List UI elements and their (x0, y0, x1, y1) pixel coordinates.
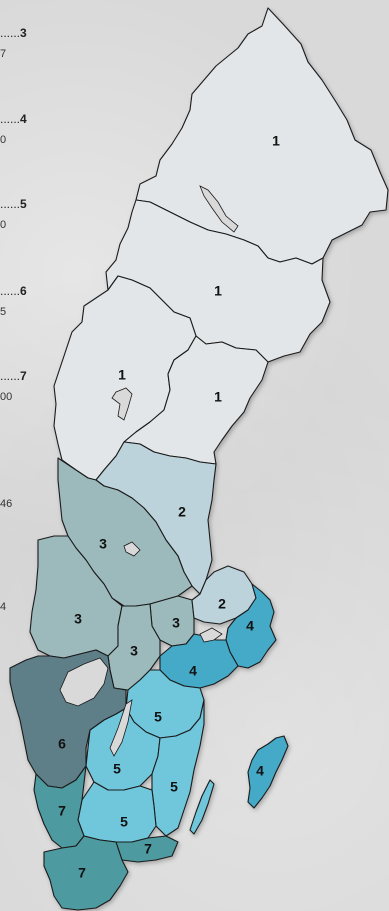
region-label-jamtland: 1 (118, 367, 126, 383)
legend-subtext: 0 (0, 219, 7, 231)
legend-subtext: 7 (0, 48, 7, 60)
region-skane[interactable] (43, 835, 129, 911)
region-label-vastra-gotaland: 6 (58, 736, 66, 752)
region-label-orebro: 3 (130, 643, 138, 659)
region-label-gavleborg: 2 (178, 504, 186, 520)
region-label-skane: 7 (78, 865, 86, 881)
legend-subtext: 0 (0, 134, 7, 146)
region-label-vastmanland: 3 (172, 615, 180, 631)
lake-siljan (123, 541, 141, 557)
region-label-kalmar: 5 (170, 779, 178, 795)
legend-row-5: ......5 (0, 197, 27, 211)
region-gotland[interactable] (247, 735, 289, 809)
region-label-jonkoping: 5 (113, 761, 121, 777)
region-label-halland: 7 (58, 803, 66, 819)
legend-number: 4 (20, 112, 27, 126)
legend-dots: ...... (0, 197, 21, 211)
lake-storsjon (111, 387, 133, 421)
lake-vattern (109, 699, 133, 757)
region-label-norrbotten: 1 (272, 133, 280, 149)
island-oland[interactable] (189, 779, 215, 835)
legend-dots: ...... (0, 112, 21, 126)
legend-row-3: ......3 (0, 26, 27, 40)
region-kalmar[interactable] (151, 699, 205, 837)
region-label-dalarna: 3 (99, 536, 107, 552)
region-kronoberg[interactable] (77, 781, 157, 843)
side-number: 46 (0, 498, 13, 510)
legend-subtext: 5 (0, 306, 7, 318)
region-label-sodermanland: 4 (189, 663, 197, 679)
legend-number: 3 (20, 26, 27, 40)
legend-dots: ...... (0, 26, 21, 40)
region-label-ostergotland: 5 (154, 709, 162, 725)
region-label-uppsala: 2 (218, 596, 226, 612)
legend-dots: ...... (0, 284, 21, 298)
region-label-kronoberg: 5 (120, 814, 128, 830)
region-label-blekinge: 7 (144, 841, 152, 857)
region-stockholm[interactable] (225, 583, 277, 669)
legend-subtext: 00 (0, 391, 13, 403)
region-label-vasterbotten: 1 (214, 283, 222, 299)
legend-number: 7 (20, 369, 27, 383)
legend-row-7: ......7 (0, 369, 27, 383)
region-label-gotland: 4 (256, 763, 264, 779)
legend-row-6: ......6 (0, 284, 27, 298)
lake-vanern (59, 657, 109, 707)
legend-number: 6 (20, 284, 27, 298)
legend-number: 5 (20, 197, 27, 211)
region-blekinge[interactable] (115, 835, 179, 863)
region-label-vasternorrland: 1 (214, 389, 222, 405)
side-number: 4 (0, 601, 7, 613)
legend-dots: ...... (0, 369, 21, 383)
lake-malaren (199, 627, 223, 643)
region-label-stockholm: 4 (246, 618, 254, 634)
region-label-varmland: 3 (74, 611, 82, 627)
lake-hornavan (199, 185, 239, 233)
legend-row-4: ......4 (0, 112, 27, 126)
